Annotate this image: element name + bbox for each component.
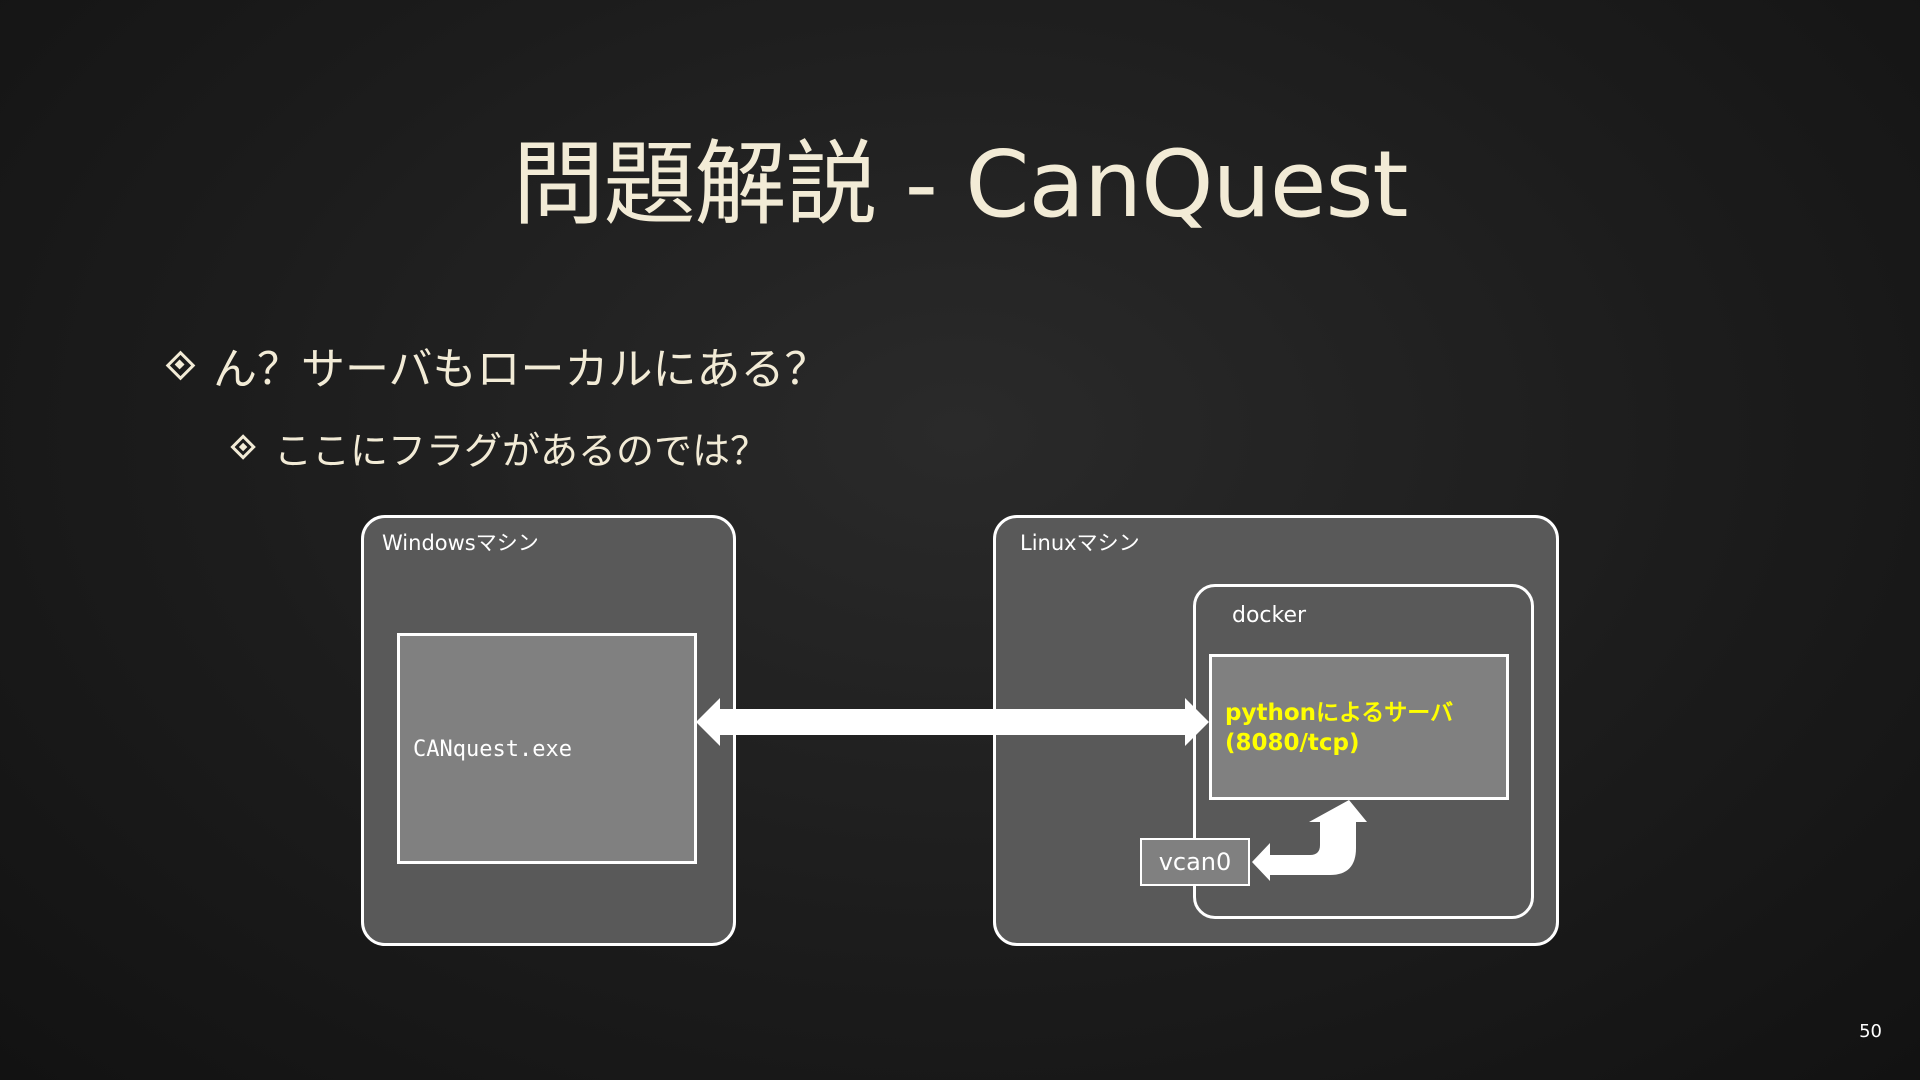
canquest-exe-label: CANquest.exe: [413, 737, 572, 762]
linux-machine-label: Linuxマシン: [1020, 531, 1140, 555]
python-server-label-line1: pythonによるサーバ: [1225, 700, 1454, 726]
bullet-text: ん？サーバもローカルにある？: [213, 344, 829, 395]
windows-machine-label: Windowsマシン: [382, 531, 539, 555]
python-server-box: [1209, 654, 1509, 800]
docker-label: docker: [1232, 603, 1307, 628]
python-server-label-line2: (8080/tcp): [1225, 730, 1360, 756]
bullet-level-2: ここにフラグがあるのでは？: [230, 420, 768, 474]
bidirectional-arrow: [696, 698, 1209, 746]
vcan-to-server-arrow: [1252, 800, 1367, 881]
bullet-level-1: ん？サーバもローカルにある？: [165, 335, 829, 395]
bullet-text: ここにフラグがあるのでは？: [274, 428, 769, 473]
vcan0-box: [1140, 838, 1250, 886]
page-number: 50: [1859, 1021, 1882, 1042]
slide-title: 問題解説 - CanQuest: [512, 131, 1409, 238]
vcan0-label: vcan0: [1158, 848, 1232, 876]
canquest-exe-box: [397, 633, 697, 864]
python-server-label: pythonによるサーバ (8080/tcp): [1225, 698, 1453, 758]
